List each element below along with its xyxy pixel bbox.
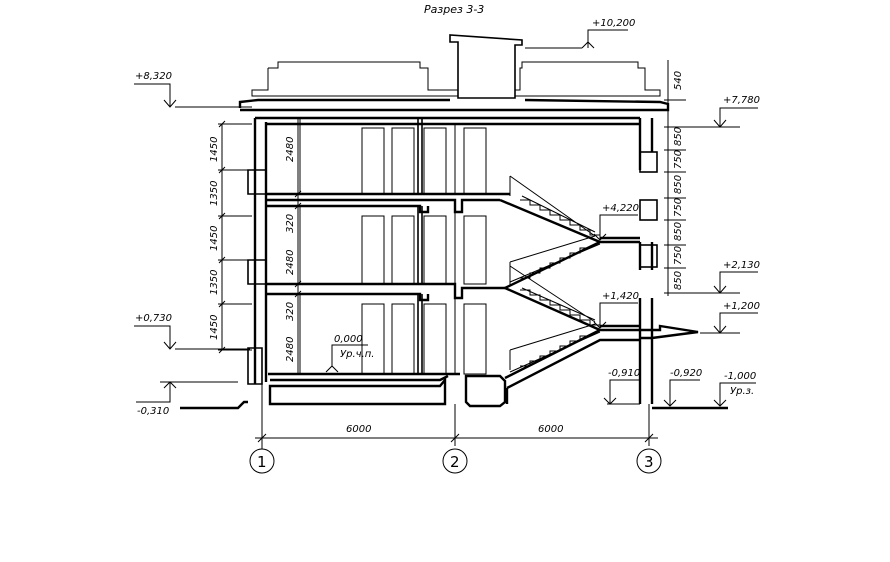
- span-dimension: 6000 6000: [255, 384, 658, 446]
- elev-1200: +1,200: [723, 301, 760, 312]
- elev-landing-lower: +1,420: [602, 291, 639, 302]
- left-dim-3: 1450: [209, 226, 220, 251]
- right-dimension-chain: 540 850 750 850 750 850 750 850: [664, 60, 686, 296]
- elev-minus910: -0,910: [608, 368, 640, 379]
- elev-landing-upper: +4,220: [602, 203, 639, 214]
- drawing-title: Разрез 3-3: [424, 3, 484, 16]
- inner-dim-1: 2480: [285, 137, 296, 162]
- left-dimension-chain: 1450 1350 1450 1350 1450: [209, 120, 252, 354]
- right-dim-7: 750: [673, 246, 684, 265]
- left-dim-5: 1450: [209, 315, 220, 340]
- right-dim-5: 750: [673, 198, 684, 217]
- span-2: 6000: [538, 424, 563, 435]
- elev-ground-caption: Ур.з.: [730, 386, 754, 397]
- right-dim-2: 850: [673, 127, 684, 146]
- right-wall: [638, 118, 699, 404]
- elev-left-minus310: -0,310: [137, 406, 169, 417]
- inner-dimension-chain: 2480 320 2480 320 2480: [285, 118, 302, 374]
- right-dim-1: 540: [673, 71, 684, 90]
- roof-structure: [175, 34, 670, 112]
- elev-2130: +2,130: [723, 260, 760, 271]
- right-dim-6: 850: [673, 222, 684, 241]
- right-dim-8: 850: [673, 271, 684, 290]
- right-dim-3: 750: [673, 150, 684, 169]
- inner-dim-5: 2480: [285, 337, 296, 362]
- elev-zero: 0,000: [334, 334, 363, 345]
- interior-partitions: [299, 118, 456, 374]
- left-dim-2: 1350: [209, 181, 220, 206]
- elev-left-730: +0,730: [135, 313, 172, 324]
- elev-minus1000: -1,000: [724, 371, 756, 382]
- elev-parapet: +8,320: [135, 71, 172, 82]
- span-1: 6000: [346, 424, 371, 435]
- inner-dim-2: 320: [285, 214, 296, 233]
- elev-roof-top: +10,200: [592, 18, 635, 29]
- ground-lines: [180, 400, 728, 410]
- left-dim-1: 1450: [209, 137, 220, 162]
- axis-3: 3: [644, 453, 654, 471]
- left-dim-4: 1350: [209, 270, 220, 295]
- staircase: [499, 175, 640, 404]
- axis-2: 2: [450, 453, 460, 471]
- elev-minus920: -0,920: [670, 368, 702, 379]
- axis-1: 1: [257, 453, 267, 471]
- doors: [361, 127, 487, 375]
- elevation-markers: +10,200 +8,320 +7,780 +4,220 +2,130 +1,4…: [134, 18, 760, 417]
- inner-dim-3: 2480: [285, 250, 296, 275]
- right-dim-4: 850: [673, 175, 684, 194]
- inner-dim-4: 320: [285, 302, 296, 321]
- elev-zero-caption: Ур.ч.п.: [340, 349, 374, 360]
- grid-axes: 1 2 3: [249, 446, 662, 474]
- elev-top-floor: +7,780: [723, 95, 760, 106]
